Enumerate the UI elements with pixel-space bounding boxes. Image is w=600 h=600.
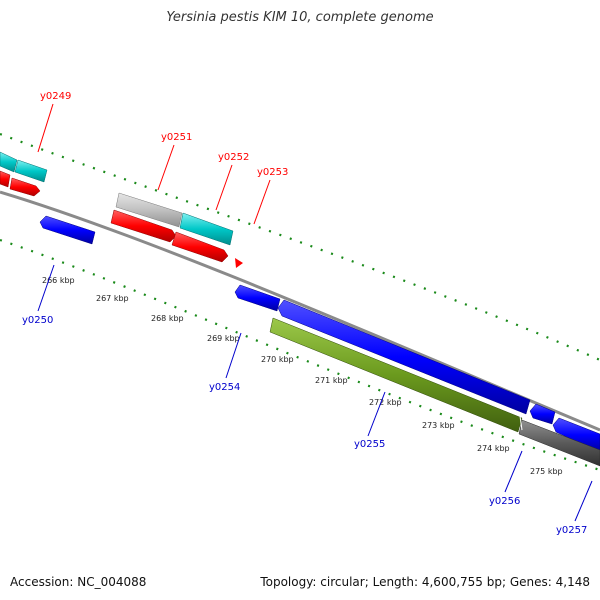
- scale-label: 267 kbp: [96, 294, 129, 303]
- footer-accession: Accession: NC_004088: [10, 575, 146, 589]
- gene-label-y0257: y0257: [556, 525, 587, 536]
- leader-line-y0254: [225, 332, 242, 379]
- gene-arrow-y0252-cyan: [179, 212, 234, 246]
- gene-arrow-y0249-red-b: [9, 177, 41, 197]
- reverse-features: [39, 215, 600, 467]
- scale-label: 272 kbp: [369, 398, 402, 407]
- leader-lines: [37, 103, 593, 522]
- gene-arrow-y0249-cyan-b: [14, 159, 48, 183]
- gene-labels: y0249 y0251 y0252 y0253 y0250 y0254 y025…: [22, 91, 587, 536]
- scale-label: 271 kbp: [315, 376, 348, 385]
- leader-line-y0251: [157, 144, 175, 191]
- leader-line-y0250: [37, 264, 55, 312]
- gene-label-y0256: y0256: [489, 496, 520, 507]
- outer-dotted-track: [0, 132, 600, 362]
- gene-arrow-y0249-red-a: [0, 170, 11, 188]
- scale-label: 269 kbp: [207, 334, 240, 343]
- accession-value: NC_004088: [77, 575, 147, 589]
- gene-arrow-y0251-red: [110, 209, 177, 243]
- gene-label-y0253: y0253: [257, 167, 288, 178]
- gene-arrow-y0256-blue: [529, 403, 556, 425]
- leader-line-y0255: [367, 391, 386, 437]
- scale-label: 266 kbp: [42, 276, 75, 285]
- genes-label: Genes:: [509, 575, 552, 589]
- gene-label-y0249: y0249: [40, 91, 71, 102]
- gene-arrow-y0255-olive: [269, 317, 523, 433]
- leader-line-y0252: [215, 164, 233, 211]
- gene-label-y0255: y0255: [354, 439, 385, 450]
- leader-line-y0253: [253, 179, 271, 225]
- backbone-gap: [519, 415, 523, 431]
- scale-label: 275 kbp: [530, 467, 563, 476]
- leader-line-y0249: [37, 103, 54, 153]
- gene-arrow-y0250-blue: [39, 215, 96, 245]
- gene-arrow-y0253-red: [235, 258, 243, 268]
- topology-label: Topology:: [260, 575, 317, 589]
- footer-summary: Topology: circular; Length: 4,600,755 bp…: [260, 575, 590, 589]
- scale-labels: 266 kbp 267 kbp 268 kbp 269 kbp 270 kbp …: [42, 276, 563, 476]
- gene-arrow-y0256-dark: [518, 419, 600, 467]
- gene-label-y0250: y0250: [22, 315, 53, 326]
- gene-label-y0251: y0251: [161, 132, 192, 143]
- gene-arrow-y0251-grey: [115, 192, 183, 228]
- scale-label: 268 kbp: [151, 314, 184, 323]
- gene-arrow-y0249-cyan-a: [0, 151, 18, 173]
- scale-label: 273 kbp: [422, 421, 455, 430]
- forward-features: [0, 151, 243, 268]
- gene-arrow-y0257-blue: [552, 417, 600, 453]
- leader-line-y0256: [504, 450, 523, 493]
- scale-label: 274 kbp: [477, 444, 510, 453]
- inner-dotted-track: [0, 238, 600, 472]
- gene-arrow-y0255-blue: [277, 299, 531, 415]
- genes-value: 4,148: [555, 575, 590, 589]
- topology-value: circular: [320, 575, 365, 589]
- gene-label-y0254: y0254: [209, 382, 240, 393]
- gene-arrow-y0252-red: [171, 231, 229, 263]
- length-label: Length:: [372, 575, 419, 589]
- accession-label: Accession:: [10, 575, 74, 589]
- map-title: Yersinia pestis KIM 10, complete genome: [166, 10, 434, 25]
- leader-line-y0257: [574, 480, 593, 522]
- length-value: 4,600,755 bp: [421, 575, 502, 589]
- gene-label-y0252: y0252: [218, 152, 249, 163]
- gene-arrow-y0254-blue: [234, 284, 281, 312]
- scale-label: 270 kbp: [261, 355, 294, 364]
